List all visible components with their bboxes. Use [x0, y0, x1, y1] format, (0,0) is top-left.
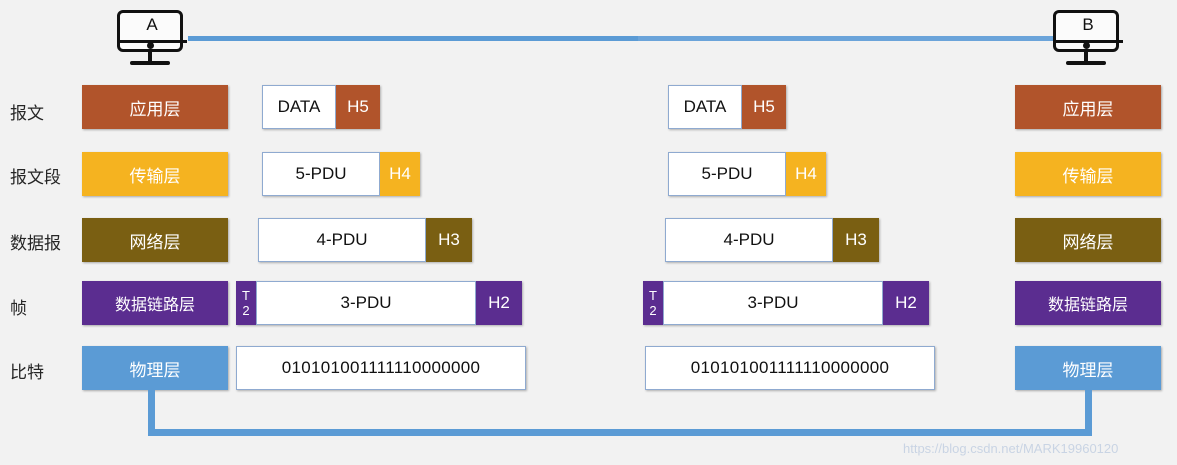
pdu-payload: 3-PDU — [663, 281, 883, 325]
pdu-payload: 4-PDU — [665, 218, 833, 262]
layer-box-application-right: 应用层 — [1015, 85, 1161, 129]
layer-box-physical-left: 物理层 — [82, 346, 228, 390]
pdu-application-right: DATA H5 — [668, 85, 786, 129]
layer-box-physical-right: 物理层 — [1015, 346, 1161, 390]
pdu-header-h2: H2 — [476, 281, 522, 325]
pdu-network-right: 4-PDU H3 — [665, 218, 879, 262]
pdu-header-h2: H2 — [883, 281, 929, 325]
pdu-application-left: DATA H5 — [262, 85, 380, 129]
pdu-physical-right: 010101001111110000000 — [645, 346, 935, 390]
pdu-trailer-t2-line1: T — [649, 288, 657, 303]
pdu-header-h5: H5 — [742, 85, 786, 129]
row-label-frame: 帧 — [10, 299, 27, 319]
pdu-payload: DATA — [668, 85, 742, 129]
pdu-payload: 4-PDU — [258, 218, 426, 262]
layer-box-application-left: 应用层 — [82, 85, 228, 129]
layer-box-network-left: 网络层 — [82, 218, 228, 262]
pdu-trailer-t2-line1: T — [242, 288, 250, 303]
row-label-segment: 报文段 — [10, 168, 61, 188]
pdu-trailer-t2-line2: 2 — [649, 303, 657, 318]
layer-box-transport-right: 传输层 — [1015, 152, 1161, 196]
layer-box-datalink-right: 数据链路层 — [1015, 281, 1161, 325]
host-b: B — [1053, 10, 1123, 72]
monitor-indicator-dot — [1083, 42, 1090, 49]
row-label-datagram: 数据报 — [10, 234, 61, 254]
physical-link-right-vertical — [1085, 390, 1092, 436]
row-label-bits: 比特 — [10, 363, 44, 383]
pdu-transport-right: 5-PDU H4 — [668, 152, 826, 196]
physical-link-left-vertical — [148, 390, 155, 436]
pdu-header-h3: H3 — [426, 218, 472, 262]
pdu-payload: 3-PDU — [256, 281, 476, 325]
host-a-label: A — [146, 15, 158, 34]
pdu-network-left: 4-PDU H3 — [258, 218, 472, 262]
top-link-segment-b — [638, 36, 1056, 41]
row-label-message: 报文 — [10, 104, 44, 124]
monitor-screen-divider — [1053, 40, 1123, 43]
monitor-indicator-dot — [147, 42, 154, 49]
pdu-payload: 5-PDU — [262, 152, 380, 196]
pdu-trailer-t2: T 2 — [236, 281, 256, 325]
pdu-payload: DATA — [262, 85, 336, 129]
pdu-datalink-right: T 2 3-PDU H2 — [643, 281, 929, 325]
physical-link-bottom-horizontal — [148, 429, 1092, 436]
monitor-stand-neck — [148, 52, 152, 62]
layer-box-transport-left: 传输层 — [82, 152, 228, 196]
monitor-stand-base — [1066, 61, 1106, 65]
pdu-transport-left: 5-PDU H4 — [262, 152, 420, 196]
pdu-datalink-left: T 2 3-PDU H2 — [236, 281, 522, 325]
pdu-header-h3: H3 — [833, 218, 879, 262]
pdu-payload: 5-PDU — [668, 152, 786, 196]
pdu-bitstream: 010101001111110000000 — [236, 346, 526, 390]
watermark-text: https://blog.csdn.net/MARK19960120 — [903, 441, 1119, 456]
pdu-trailer-t2: T 2 — [643, 281, 663, 325]
monitor-screen-divider — [117, 40, 187, 43]
pdu-header-h4: H4 — [380, 152, 420, 196]
monitor-stand-base — [130, 61, 170, 65]
host-a: A — [117, 10, 187, 72]
top-link-segment-a — [188, 36, 638, 41]
pdu-header-h5: H5 — [336, 85, 380, 129]
host-b-label: B — [1082, 15, 1094, 34]
pdu-trailer-t2-line2: 2 — [242, 303, 250, 318]
pdu-bitstream: 010101001111110000000 — [645, 346, 935, 390]
layer-box-datalink-left: 数据链路层 — [82, 281, 228, 325]
layer-box-network-right: 网络层 — [1015, 218, 1161, 262]
pdu-physical-left: 010101001111110000000 — [236, 346, 526, 390]
monitor-stand-neck — [1084, 52, 1088, 62]
pdu-header-h4: H4 — [786, 152, 826, 196]
